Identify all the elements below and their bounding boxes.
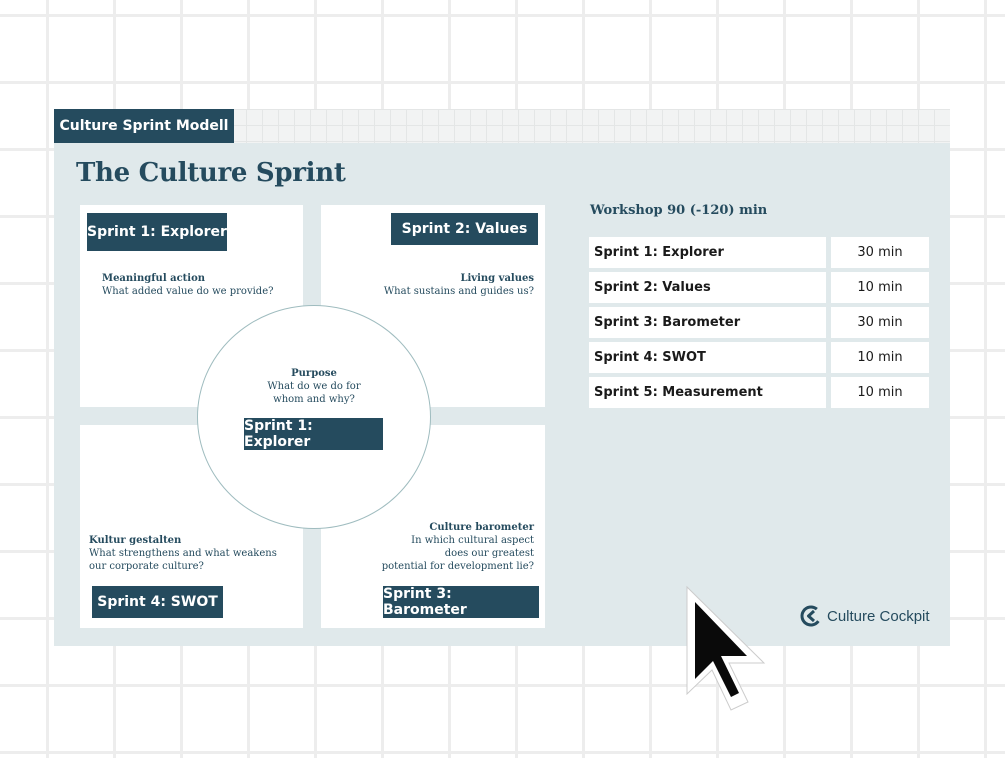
quadrant-values-text: Living values What sustains and guides u…: [384, 272, 534, 298]
quadrant-swot-line: What strengthens and what weakens: [89, 547, 277, 560]
slide: The Culture Sprint Sprint 1: Explorer Me…: [54, 143, 950, 646]
mouse-pointer-icon: [684, 584, 774, 714]
sprint-time-cell: 10 min: [831, 377, 929, 408]
workshop-title: Workshop 90 (-120) min: [590, 203, 767, 218]
quadrant-values-label: Living values: [384, 272, 534, 285]
quadrant-swot-label: Kultur gestalten: [89, 534, 277, 547]
quadrant-swot-text: Kultur gestalten What strengthens and wh…: [89, 534, 277, 573]
quadrant-explorer-label: Meaningful action: [102, 272, 273, 285]
sprint-name-cell: Sprint 3: Barometer: [589, 307, 826, 338]
purpose-circle: Purpose What do we do for whom and why? …: [197, 305, 431, 529]
quadrant-barometer-line: does our greatest: [382, 547, 534, 560]
quadrant-values-line: What sustains and guides us?: [384, 285, 534, 298]
sprint-name-cell: Sprint 2: Values: [589, 272, 826, 303]
purpose-text: Purpose What do we do for whom and why?: [198, 367, 430, 406]
sprint-time-cell: 30 min: [831, 307, 929, 338]
slide-title: The Culture Sprint: [76, 158, 346, 188]
quadrant-explorer-line: What added value do we provide?: [102, 285, 273, 298]
quadrant-barometer-line: potential for development lie?: [382, 560, 534, 573]
logo-text: Culture Cockpit: [827, 608, 930, 625]
quadrant-barometer-line: In which cultural aspect: [382, 534, 534, 547]
purpose-label: Purpose: [198, 367, 430, 380]
quadrant-swot-line: our corporate culture?: [89, 560, 277, 573]
purpose-line: What do we do for: [198, 380, 430, 393]
culture-cockpit-logo[interactable]: Culture Cockpit: [799, 604, 930, 628]
sprint-time-cell: 30 min: [831, 237, 929, 268]
purpose-line: whom and why?: [198, 393, 430, 406]
sprint-time-cell: 10 min: [831, 272, 929, 303]
sprint-values-button[interactable]: Sprint 2: Values: [391, 213, 538, 245]
sprint-explorer-button[interactable]: Sprint 1: Explorer: [87, 213, 227, 251]
quadrant-barometer-text: Culture barometer In which cultural aspe…: [382, 521, 534, 573]
quadrant-barometer-label: Culture barometer: [382, 521, 534, 534]
sprint-name-cell: Sprint 1: Explorer: [589, 237, 826, 268]
sprint-barometer-button[interactable]: Sprint 3: Barometer: [383, 586, 539, 618]
tab-bar: Culture Sprint Modell: [54, 109, 950, 143]
tab-culture-sprint-modell[interactable]: Culture Sprint Modell: [54, 109, 234, 143]
culture-cockpit-logo-icon: [799, 604, 823, 628]
sprint-name-cell: Sprint 5: Measurement: [589, 377, 826, 408]
sprint-time-cell: 10 min: [831, 342, 929, 373]
sprint-swot-button[interactable]: Sprint 4: SWOT: [92, 586, 223, 618]
sprint-name-cell: Sprint 4: SWOT: [589, 342, 826, 373]
quadrant-explorer-text: Meaningful action What added value do we…: [102, 272, 273, 298]
center-sprint-explorer-button[interactable]: Sprint 1: Explorer: [244, 418, 383, 450]
